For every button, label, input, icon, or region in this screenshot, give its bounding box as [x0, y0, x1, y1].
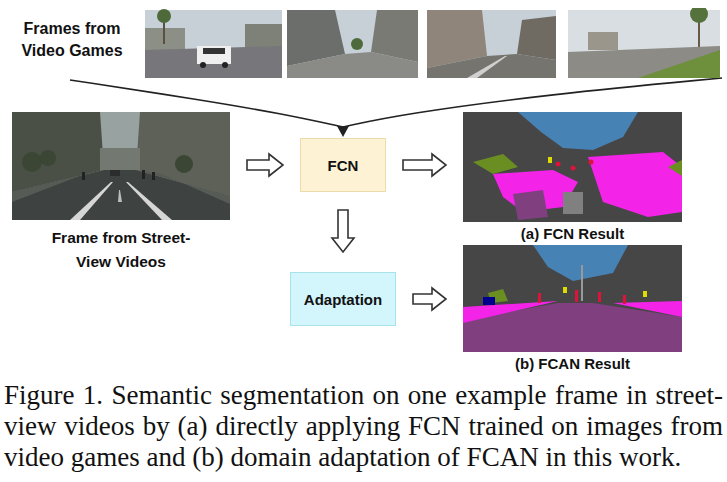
game-frame: [145, 9, 282, 78]
connector: [247, 154, 283, 176]
scene-shape: [568, 46, 720, 78]
scene-shape: [467, 56, 507, 78]
scene-shape: [145, 10, 282, 78]
scene-shape: [40, 150, 56, 166]
scene-shape: [197, 46, 231, 64]
scene-shape: [473, 154, 518, 174]
process-box: FCN: [300, 138, 386, 192]
scene-shape: [598, 292, 601, 302]
connector: [403, 154, 446, 176]
scene-shape: [463, 301, 558, 323]
scene-shape: [22, 152, 42, 172]
scene-shape: [427, 10, 556, 78]
scene-shape: [12, 170, 104, 202]
scene-shape: [351, 38, 363, 50]
scene-image: [12, 112, 230, 220]
scene-shape: [517, 16, 556, 60]
game-frames-group: Frames from Video Games: [12, 8, 722, 80]
box-label: FCN: [328, 157, 359, 174]
game-frame: [568, 8, 720, 78]
scene-shape: [142, 170, 145, 179]
scene-shape: [203, 48, 225, 54]
scene-shape: [668, 160, 682, 176]
segmentation-result: (b) FCAN Result: [463, 245, 682, 374]
process-box: Adaptation: [290, 272, 396, 326]
scene-shape: [152, 172, 155, 180]
scene-image: [463, 112, 682, 222]
block-arrow: [247, 154, 283, 176]
scene-shape: [136, 170, 230, 204]
scene-shape: [12, 112, 230, 220]
scene-shape: [82, 172, 85, 180]
scene-image: [463, 245, 682, 352]
game-frame: [287, 10, 418, 78]
scene-shape: [575, 290, 578, 302]
image-caption: Frame from Street-View Videos: [39, 226, 204, 274]
scene-shape: [589, 160, 594, 165]
scene-shape: [571, 166, 576, 171]
scene-shape: [126, 182, 172, 220]
scene-shape: [643, 291, 647, 297]
scene-shape: [581, 265, 583, 301]
scene-shape: [623, 295, 626, 304]
scene-shape: [513, 190, 548, 220]
scene-shape: [563, 287, 567, 293]
scene-shape: [638, 50, 720, 78]
figure-caption: Figure 1. Semantic segmentation on one e…: [4, 380, 723, 473]
scene-shape: [518, 112, 638, 150]
connector: [332, 210, 354, 252]
scene-shape: [222, 62, 228, 68]
scene-shape: [548, 157, 552, 163]
scene-shape: [463, 245, 682, 352]
scene-shape: [245, 24, 282, 50]
block-arrow: [332, 210, 354, 252]
street-view-frame: Frame from Street-View Videos: [12, 112, 230, 274]
scene-shape: [110, 170, 120, 176]
scene-shape: [287, 10, 418, 78]
segmentation-result: (a) FCN Result: [463, 112, 682, 244]
scene-shape: [287, 52, 418, 78]
scene-shape: [483, 297, 495, 305]
game-frames: [145, 8, 722, 80]
scene-shape: [157, 9, 171, 23]
scene-shape: [175, 155, 193, 173]
scene-shape: [463, 112, 682, 222]
scene-shape: [70, 182, 113, 220]
scene-shape: [200, 62, 206, 68]
connector: [413, 288, 446, 310]
block-arrow: [403, 154, 446, 176]
arrow-head: [337, 126, 349, 137]
game-frame: [427, 10, 556, 78]
image-caption: (b) FCAN Result: [463, 354, 682, 374]
block-arrow: [413, 288, 446, 310]
scene-shape: [690, 8, 708, 23]
scene-shape: [556, 162, 561, 167]
scene-shape: [100, 148, 140, 172]
group-label: Frames from Video Games: [12, 18, 132, 62]
scene-shape: [563, 192, 583, 214]
scene-shape: [12, 170, 230, 220]
scene-shape: [145, 46, 282, 78]
scene-shape: [588, 152, 682, 217]
scene-shape: [118, 190, 122, 202]
scene-shape: [538, 293, 541, 303]
box-label: Adaptation: [304, 291, 382, 308]
scene-shape: [588, 32, 618, 50]
scene-shape: [427, 54, 556, 78]
scene-shape: [533, 245, 628, 281]
image-caption: (a) FCN Result: [463, 224, 682, 244]
